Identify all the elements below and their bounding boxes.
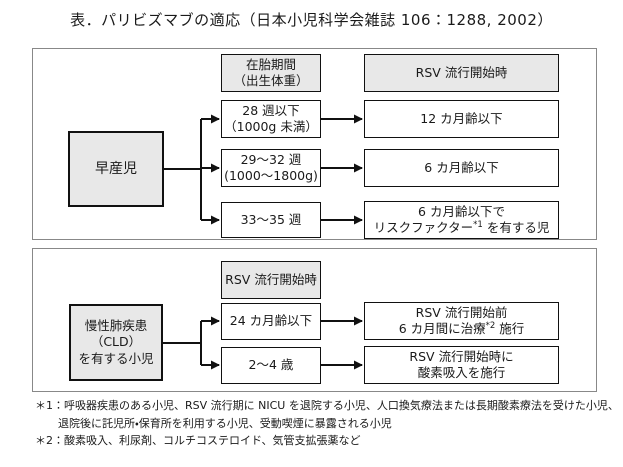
rsv-timing-header-box-2: RSV 流行開始時 xyxy=(221,261,321,299)
subject-box-preterm: 早産児 xyxy=(68,131,164,207)
page-title: 表．パリビズマブの適応（日本小児科学会雑誌 106：1288, 2002） xyxy=(70,11,553,29)
footnotes: ＊1：呼吸器疾患のある小児、RSV 流行期に NICU を退院する小児、人口換気… xyxy=(35,397,619,450)
gestation-header-box: 在胎期間 （出生体重） xyxy=(221,54,321,92)
criteria-box-2-4y: 2～4 歳 xyxy=(221,347,321,384)
result-box-12m: 12 カ月齢以下 xyxy=(364,100,559,138)
result-box-6m: 6 カ月齢以下 xyxy=(364,149,559,187)
criteria-box-33-35w: 33～35 週 xyxy=(221,202,321,238)
subject-box-cld: 慢性肺疾患 （CLD） を有する小児 xyxy=(69,304,163,381)
result-box-6m-riskfactor: 6 カ月齢以下で リスクファクター*1 を有する児 xyxy=(364,201,559,239)
result-box-treatment-6m: RSV 流行開始前 6 カ月間に治療*2 施行 xyxy=(364,302,559,340)
footnote-1-line-1: ＊1：呼吸器疾患のある小児、RSV 流行期に NICU を退院する小児、人口換気… xyxy=(35,399,619,412)
footnote-1-line-2: 退院後に託児所・保育所を利用する小児、受動喫煙に暴露される小児 xyxy=(58,416,392,430)
footnote-ref-2: *2 xyxy=(485,320,496,331)
panel-cld: 慢性肺疾患 （CLD） を有する小児 RSV 流行開始時 24 カ月齢以下 2～… xyxy=(32,248,597,392)
result-box-oxygen: RSV 流行開始時に 酸素吸入を施行 xyxy=(364,346,559,384)
criteria-box-29-32w: 29～32 週 (1000～1800g) xyxy=(221,149,321,187)
criteria-box-28w: 28 週以下 （1000g 未満） xyxy=(221,100,321,138)
footnote-ref-1: *1 xyxy=(473,219,483,230)
rsv-timing-header-box-1: RSV 流行開始時 xyxy=(364,54,559,92)
footnote-2: ＊2：酸素吸入、利尿剤、コルチコステロイド、気管支拡張薬など xyxy=(35,434,361,447)
criteria-box-24m: 24 カ月齢以下 xyxy=(221,303,321,340)
panel-preterm: 早産児 在胎期間 （出生体重） 28 週以下 （1000g 未満） 29～32 … xyxy=(32,48,597,240)
